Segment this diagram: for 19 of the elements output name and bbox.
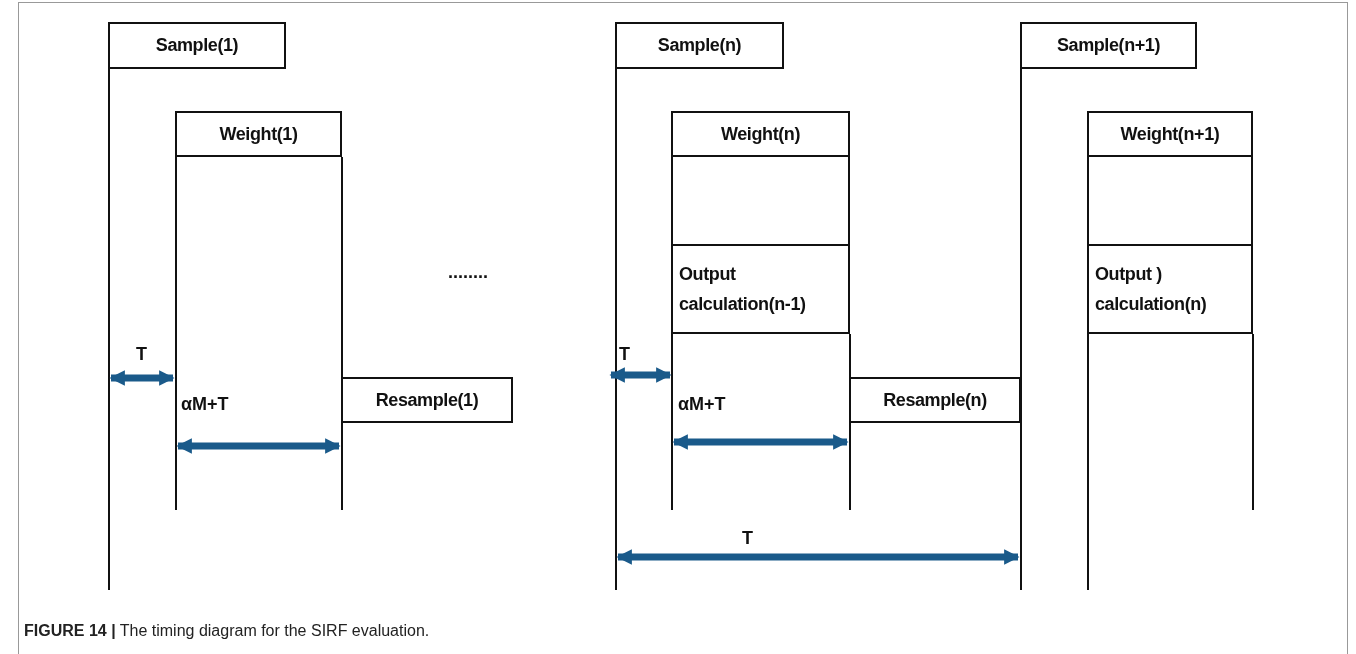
empty-box <box>671 155 850 246</box>
process-box: Resample(n) <box>849 377 1021 423</box>
time-label: T <box>742 528 753 549</box>
time-label: T <box>619 344 630 365</box>
dotted-ellipsis: ........ <box>448 262 488 283</box>
process-box: Sample(1) <box>108 22 286 69</box>
process-box: Sample(n) <box>615 22 784 69</box>
figure-caption: FIGURE 14 | The timing diagram for the SIRF evaluation. <box>24 622 430 640</box>
process-box: Resample(1) <box>341 377 513 423</box>
process-box: Output calculation(n-1) <box>671 244 850 334</box>
empty-box <box>1087 155 1253 246</box>
time-label: αM+T <box>181 394 229 415</box>
time-label: αM+T <box>678 394 726 415</box>
process-box: Weight(1) <box>175 111 342 157</box>
process-box: Weight(n+1) <box>1087 111 1253 157</box>
time-label: T <box>136 344 147 365</box>
process-box: Output ) calculation(n) <box>1087 244 1253 334</box>
process-box: Weight(n) <box>671 111 850 157</box>
process-box: Sample(n+1) <box>1020 22 1197 69</box>
